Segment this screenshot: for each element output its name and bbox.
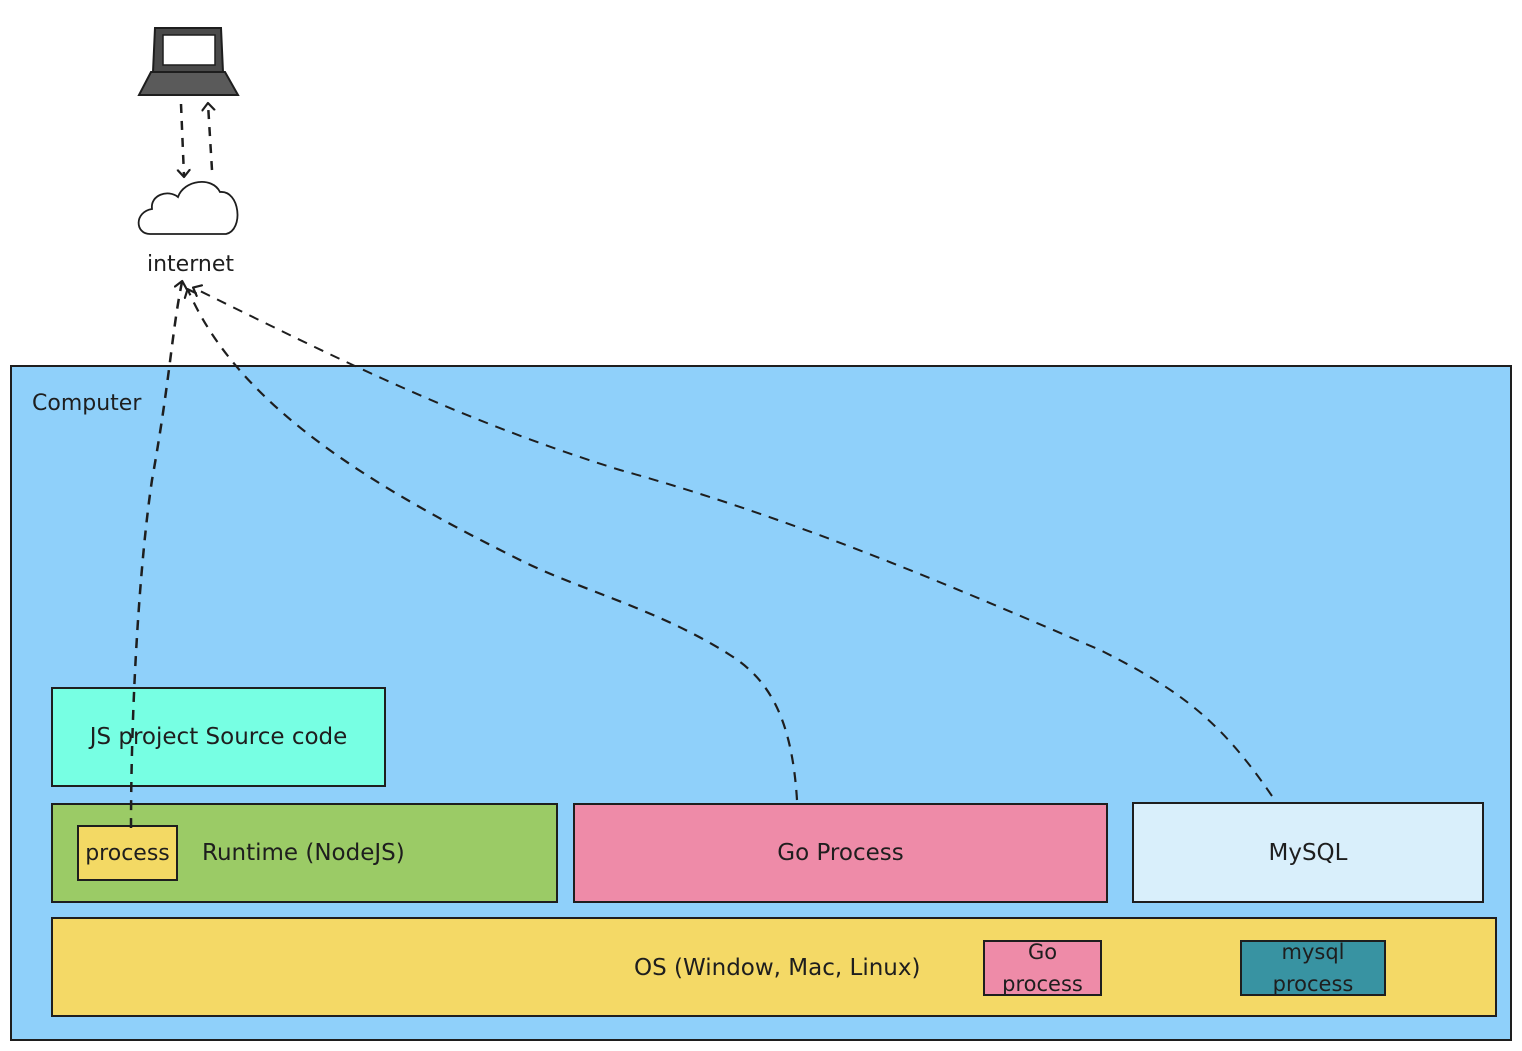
arrow-go-process-to-internet bbox=[188, 290, 799, 801]
node-process-label: process bbox=[85, 840, 170, 866]
laptop-icon bbox=[137, 27, 240, 96]
arrow-laptop-to-internet bbox=[181, 103, 184, 176]
arrow-node-process-to-internet bbox=[129, 282, 182, 829]
go-process-label: Go Process bbox=[777, 840, 904, 866]
arrow-internet-to-laptop bbox=[208, 104, 212, 171]
js-source-box: JS project Source code bbox=[51, 687, 386, 787]
runtime-label: Runtime (NodeJS) bbox=[202, 840, 405, 866]
os-mysql-process-box: mysql process bbox=[1240, 940, 1386, 996]
mysql-box: MySQL bbox=[1132, 802, 1484, 903]
arrow-mysql-to-internet bbox=[194, 288, 1273, 797]
internet-label: internet bbox=[147, 252, 234, 277]
os-label: OS (Window, Mac, Linux) bbox=[634, 955, 921, 981]
os-go-process-box: Go process bbox=[983, 940, 1102, 996]
go-process-box: Go Process bbox=[573, 803, 1108, 903]
cloud-icon bbox=[137, 181, 239, 235]
mysql-label: MySQL bbox=[1268, 839, 1348, 866]
os-mysql-process-label: mysql process bbox=[1272, 940, 1354, 996]
node-process-box: process bbox=[77, 825, 178, 881]
os-go-process-label: Go process bbox=[1002, 940, 1083, 996]
computer-label: Computer bbox=[32, 391, 142, 416]
